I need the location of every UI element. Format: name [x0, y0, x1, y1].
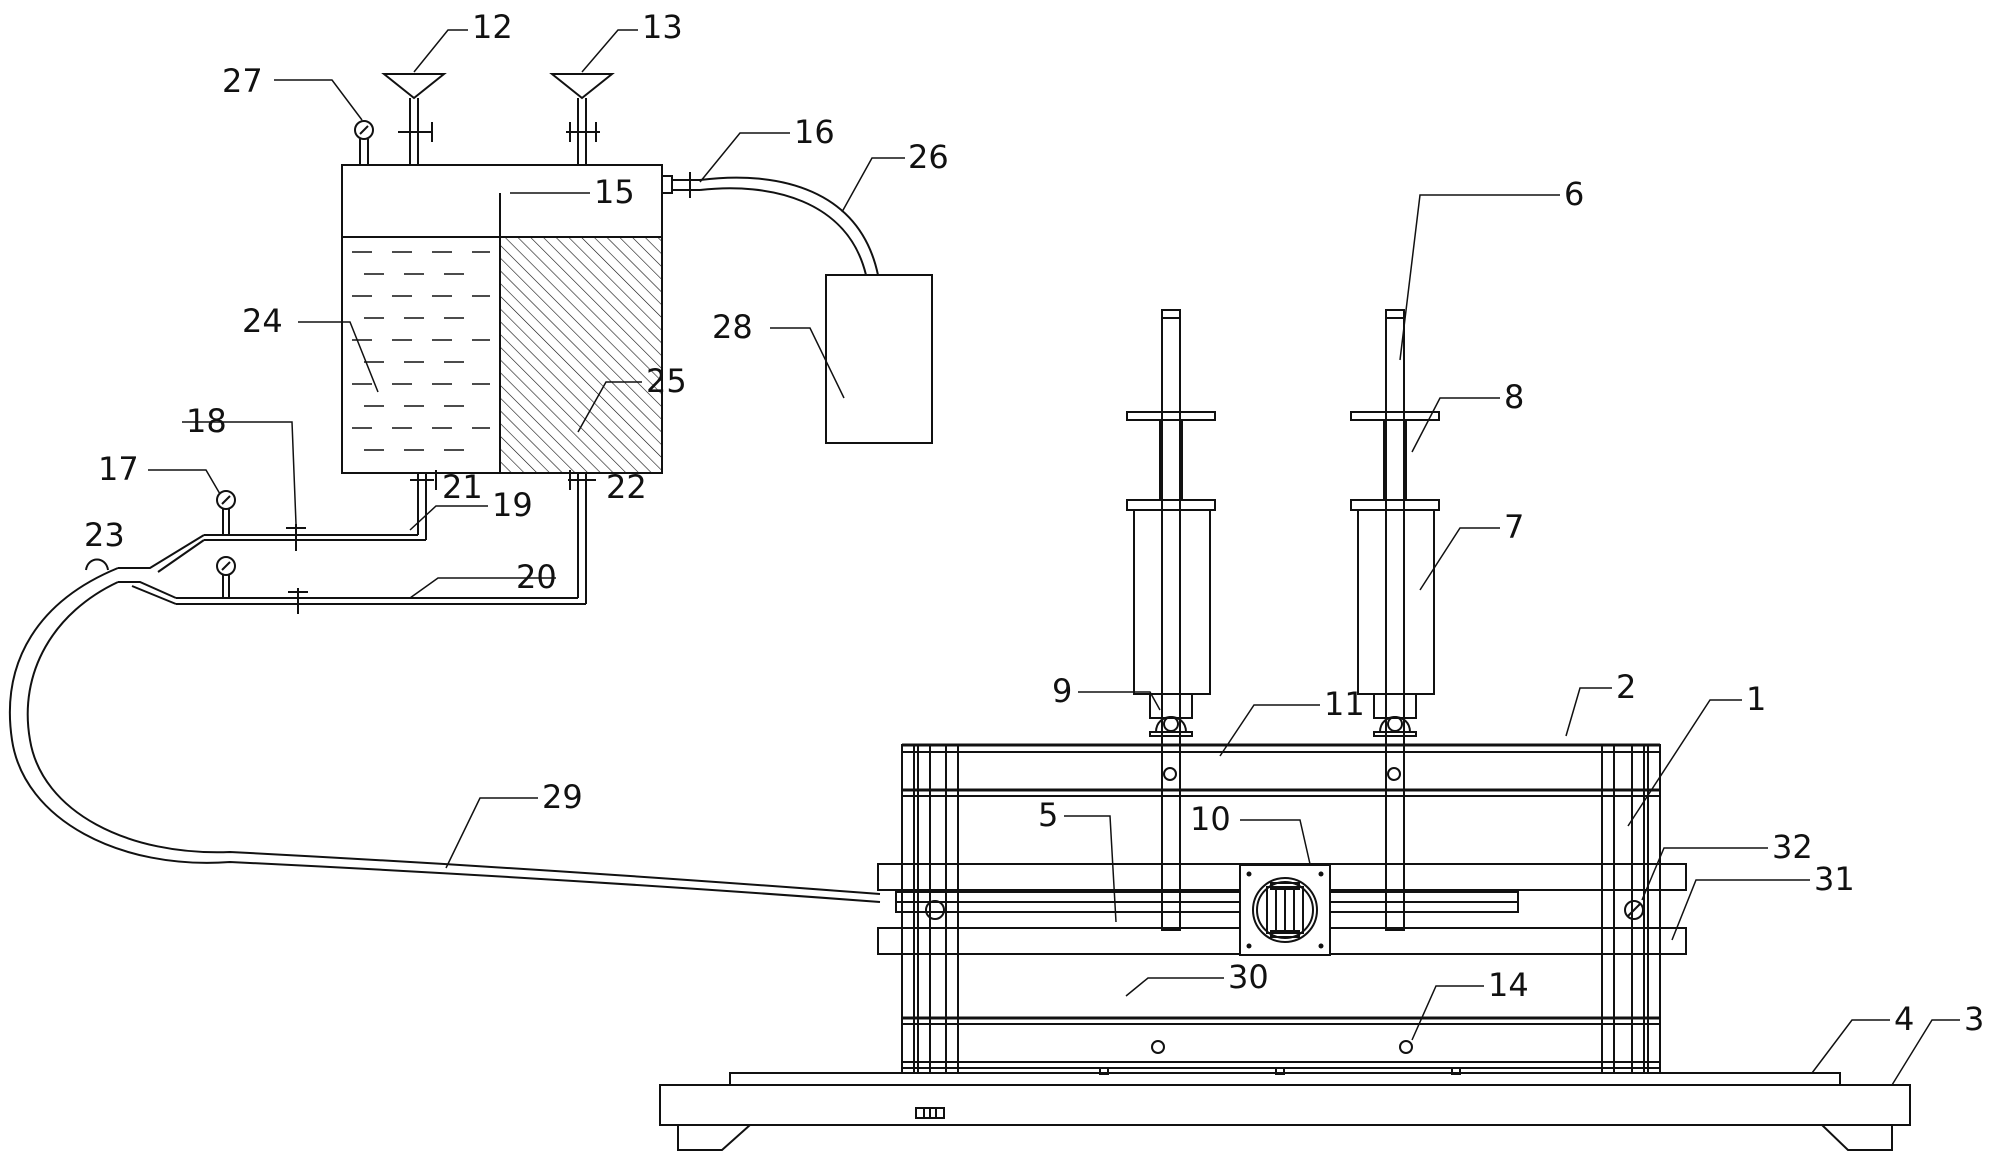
label-5: 5: [1038, 796, 1058, 834]
hole-14-left: [1152, 1041, 1164, 1053]
piston-rod-right: [1386, 310, 1404, 930]
base-foot-right: [1822, 1125, 1892, 1150]
hatched-chamber: [500, 237, 662, 473]
collection-vessel: [826, 275, 932, 443]
label-18: 18: [186, 402, 227, 440]
nozzle-left: [1150, 694, 1192, 718]
funnel-13: [552, 74, 612, 165]
label-16: 16: [794, 113, 835, 151]
barrel-left: [1134, 510, 1210, 694]
label-10: 10: [1190, 800, 1231, 838]
vent-hose-inner: [700, 188, 866, 275]
hose-29-inner: [28, 582, 880, 894]
pump-10: [1240, 865, 1330, 955]
funnel-12: [384, 74, 444, 165]
label-29: 29: [542, 778, 583, 816]
hose-29-outer: [10, 568, 880, 902]
connector-9-left: [1164, 717, 1178, 731]
plunger-flange-right: [1351, 412, 1439, 420]
vent-hose-outer: [700, 178, 878, 275]
rail-hole-left: [926, 901, 944, 919]
hole-11-right: [1388, 768, 1400, 780]
barrel-right: [1358, 510, 1434, 694]
leader-lines: [148, 30, 1960, 1085]
base-platform: [660, 1073, 1910, 1150]
junction-23: [86, 560, 108, 571]
base-foot-left: [678, 1125, 750, 1150]
label-24: 24: [242, 302, 283, 340]
label-7: 7: [1504, 508, 1524, 546]
label-31: 31: [1814, 860, 1855, 898]
hole-14: [1400, 1041, 1412, 1053]
label-19: 19: [492, 486, 533, 524]
label-28: 28: [712, 308, 753, 346]
label-13: 13: [642, 8, 683, 46]
label-23: 23: [84, 516, 125, 554]
label-21: 21: [442, 468, 483, 506]
label-15: 15: [594, 173, 635, 211]
label-3: 3: [1964, 1000, 1984, 1038]
feed-lines: [10, 470, 880, 902]
label-6: 6: [1564, 175, 1584, 213]
label-4: 4: [1894, 1000, 1914, 1038]
label-11: 11: [1324, 685, 1365, 723]
label-30: 30: [1228, 958, 1269, 996]
label-25: 25: [646, 362, 687, 400]
label-27: 27: [222, 62, 263, 100]
plunger-flange-left: [1127, 412, 1215, 420]
piston-rod-left: [1162, 310, 1180, 930]
hole-11-left: [1164, 768, 1176, 780]
callout-labels: 27 12 13 16 26 15 24 25 28 18 17 21 19 2…: [84, 8, 1984, 1038]
connector-9-right: [1388, 717, 1402, 731]
label-20: 20: [516, 558, 557, 596]
label-8: 8: [1504, 378, 1524, 416]
barrel-flange-left: [1127, 500, 1215, 510]
label-26: 26: [908, 138, 949, 176]
label-1: 1: [1746, 680, 1766, 718]
label-9: 9: [1052, 672, 1072, 710]
label-14: 14: [1488, 966, 1529, 1004]
tank-outlet-nozzle: [662, 165, 672, 193]
liquid-dashes: [352, 252, 490, 450]
label-22: 22: [606, 468, 647, 506]
label-32: 32: [1772, 828, 1813, 866]
vent-line: [672, 172, 932, 443]
base-plate-3: [660, 1085, 1910, 1125]
syringe-right: [1351, 310, 1439, 930]
barrel-flange-right: [1351, 500, 1439, 510]
label-12: 12: [472, 8, 513, 46]
label-17: 17: [98, 450, 139, 488]
nozzle-right: [1374, 694, 1416, 718]
label-2: 2: [1616, 668, 1636, 706]
